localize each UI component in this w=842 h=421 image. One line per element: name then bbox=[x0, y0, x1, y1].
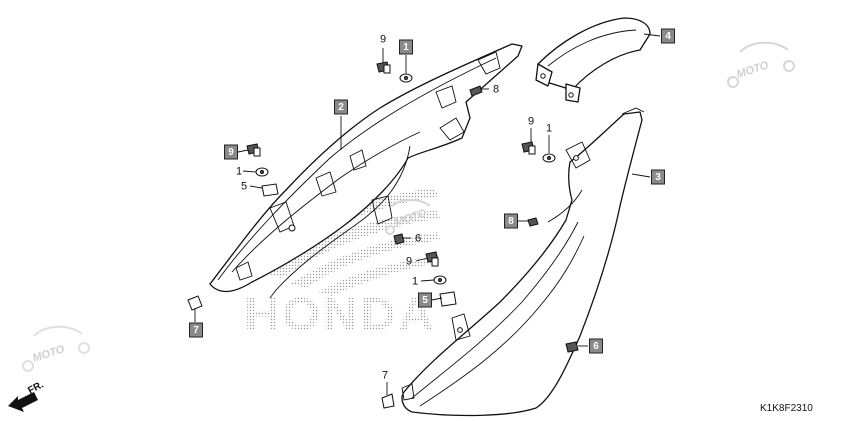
callout-number: 6 bbox=[415, 233, 421, 245]
leader-lines bbox=[194, 33, 661, 395]
callout-box bbox=[418, 292, 432, 308]
callout-7-19: 7 bbox=[382, 370, 388, 382]
callout-2-5: 2 bbox=[334, 99, 348, 115]
callout-9-9: 9 bbox=[528, 116, 534, 128]
callout-5-16: 5 bbox=[418, 292, 432, 308]
callout-3-11: 3 bbox=[651, 169, 665, 185]
callout-number: 9 bbox=[380, 34, 386, 46]
callout-number: 1 bbox=[403, 42, 409, 53]
callout-number: 1 bbox=[412, 276, 418, 288]
callout-number: 8 bbox=[508, 216, 514, 227]
callout-number: 2 bbox=[338, 102, 344, 113]
callout-number: 9 bbox=[406, 256, 412, 268]
hardware-fasteners bbox=[187, 61, 579, 409]
callout-number: 1 bbox=[546, 123, 552, 135]
callout-box bbox=[334, 99, 348, 115]
part-3-side-cover bbox=[401, 107, 645, 417]
moto-watermark-3: MOTO bbox=[393, 207, 428, 229]
callout-4-4: 4 bbox=[661, 28, 675, 44]
front-direction-arrow: FR. bbox=[8, 379, 46, 412]
callout-8-3: 8 bbox=[493, 84, 499, 96]
callout-6-13: 6 bbox=[415, 233, 421, 245]
callout-number: 5 bbox=[241, 181, 247, 193]
callout-9-2: 9 bbox=[380, 34, 386, 46]
callout-9-14: 9 bbox=[406, 256, 412, 268]
callout-number: 4 bbox=[665, 31, 671, 42]
diagram-code: K1K8F2310 bbox=[760, 403, 813, 414]
callout-1-15: 1 bbox=[412, 276, 418, 288]
callout-9-6: 9 bbox=[224, 144, 238, 160]
callout-8-12: 8 bbox=[504, 213, 518, 229]
callout-box bbox=[651, 169, 665, 185]
part-2-inner-cowl bbox=[209, 43, 523, 299]
part-4-tail-cap bbox=[535, 17, 651, 103]
callout-box bbox=[589, 338, 603, 354]
callout-box bbox=[504, 213, 518, 229]
moto-watermark-2: MOTO bbox=[31, 343, 66, 365]
direction-label: FR. bbox=[26, 379, 46, 396]
callout-number: 7 bbox=[382, 370, 388, 382]
callout-box bbox=[399, 39, 413, 55]
callout-number: 6 bbox=[593, 341, 599, 352]
callout-1-1: 1 bbox=[399, 39, 413, 55]
callout-number: 7 bbox=[193, 325, 199, 336]
callout-6-18: 6 bbox=[589, 338, 603, 354]
callout-7-17: 7 bbox=[189, 322, 203, 338]
moto-logo-watermark bbox=[22, 41, 795, 372]
moto-watermark-1: MOTO bbox=[735, 59, 770, 81]
callout-number: 8 bbox=[493, 84, 499, 96]
callout-number: 9 bbox=[228, 147, 234, 158]
callout-1-10: 1 bbox=[546, 123, 552, 135]
callout-number: 3 bbox=[655, 172, 661, 183]
honda-brand-watermark: HONDA bbox=[244, 288, 436, 340]
callout-5-8: 5 bbox=[241, 181, 247, 193]
callout-box bbox=[661, 28, 675, 44]
callout-number: 5 bbox=[422, 295, 428, 306]
callout-box bbox=[189, 322, 203, 338]
callout-box bbox=[224, 144, 238, 160]
callout-number: 1 bbox=[236, 166, 242, 178]
callout-number: 9 bbox=[528, 116, 534, 128]
callout-1-7: 1 bbox=[236, 166, 242, 178]
